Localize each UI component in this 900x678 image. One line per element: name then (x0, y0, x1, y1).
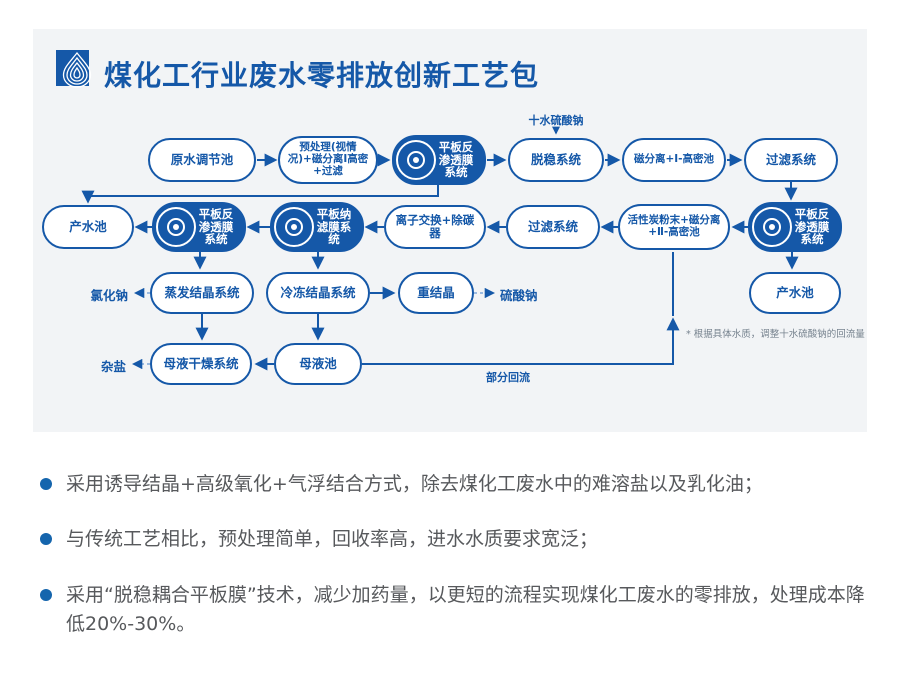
node-label: 平板反渗透膜系统 (198, 206, 234, 247)
bullet-text: 采用“脱稳耦合平板膜”技术，减少加药量，以更短的流程实现煤化工废水的零排放，处理… (66, 583, 865, 636)
node-filtration-2: 过滤系统 (506, 205, 600, 249)
bullet-item: 采用诱导结晶+高级氧化+气浮结合方式，除去煤化工废水中的难溶盐以及乳化油； (36, 470, 866, 499)
node-flat-ro-3: 平板反渗透膜系统 (748, 202, 842, 252)
node-filtration-1: 过滤系统 (744, 138, 838, 182)
membrane-disc-icon (274, 207, 314, 247)
node-magnetic-separation-1: 磁分离+Ⅰ-高密池 (622, 138, 726, 182)
bullet-dot-icon (40, 588, 52, 601)
page-title: 煤化工行业废水零排放创新工艺包 (104, 59, 540, 92)
node-activated-carbon-magnetic-separation-2: 活性炭粉末+磁分离+Ⅱ-高密池 (618, 204, 730, 250)
node-flat-ro-1: 平板反渗透膜系统 (392, 135, 486, 185)
bullet-text: 采用诱导结晶+高级氧化+气浮结合方式，除去煤化工废水中的难溶盐以及乳化油； (66, 473, 763, 495)
bullet-item: 与传统工艺相比，预处理简单，回收率高，进水水质要求宽泛； (36, 525, 866, 554)
label-sodium-chloride: 氯化钠 (90, 288, 128, 303)
node-flat-nf: 平板纳滤膜系统 (270, 202, 364, 252)
node-destabilization-system: 脱稳系统 (508, 138, 604, 182)
label-partial-reflux: 部分回流 (486, 371, 530, 384)
label-sodium-sulfate-decahydrate: 十水硫酸钠 (528, 114, 584, 127)
node-recrystallization: 重结晶 (398, 272, 474, 314)
label-misc-salt: 杂盐 (100, 359, 126, 374)
membrane-disc-icon (396, 140, 436, 180)
water-drop-logo-icon (56, 50, 92, 88)
node-product-water-tank-2: 产水池 (749, 272, 841, 314)
node-label: 平板反渗透膜系统 (438, 139, 474, 180)
node-raw-water-tank: 原水调节池 (148, 138, 256, 182)
node-product-water-tank-1: 产水池 (42, 205, 134, 249)
node-evaporation-crystallization: 蒸发结晶系统 (150, 272, 254, 314)
node-flat-ro-2: 平板反渗透膜系统 (152, 202, 246, 252)
membrane-disc-icon (156, 207, 196, 247)
summary-bullet-list: 采用诱导结晶+高级氧化+气浮结合方式，除去煤化工废水中的难溶盐以及乳化油； 与传… (36, 470, 866, 666)
membrane-disc-icon (752, 207, 792, 247)
node-mother-liquor-drying: 母液干燥系统 (150, 343, 252, 385)
node-ion-exchange: 离子交换+除碳器 (384, 205, 486, 249)
diagram-footnote: * 根据具体水质，调整十水硫酸钠的回流量 (686, 329, 865, 340)
node-pretreatment: 预处理(视情况)+磁分离Ⅰ高密+过滤 (278, 136, 378, 184)
bullet-dot-icon (40, 478, 52, 490)
label-sodium-sulfate: 硫酸钠 (500, 288, 538, 303)
node-mother-liquor-tank: 母液池 (274, 343, 362, 385)
bullet-item: 采用“脱稳耦合平板膜”技术，减少加药量，以更短的流程实现煤化工废水的零排放，处理… (36, 581, 866, 640)
bullet-dot-icon (40, 533, 52, 546)
node-label: 平板纳滤膜系统 (316, 206, 352, 247)
node-freeze-crystallization: 冷冻结晶系统 (266, 272, 370, 314)
bullet-text: 与传统工艺相比，预处理简单，回收率高，进水水质要求宽泛； (66, 528, 599, 551)
node-label: 平板反渗透膜系统 (794, 206, 830, 247)
